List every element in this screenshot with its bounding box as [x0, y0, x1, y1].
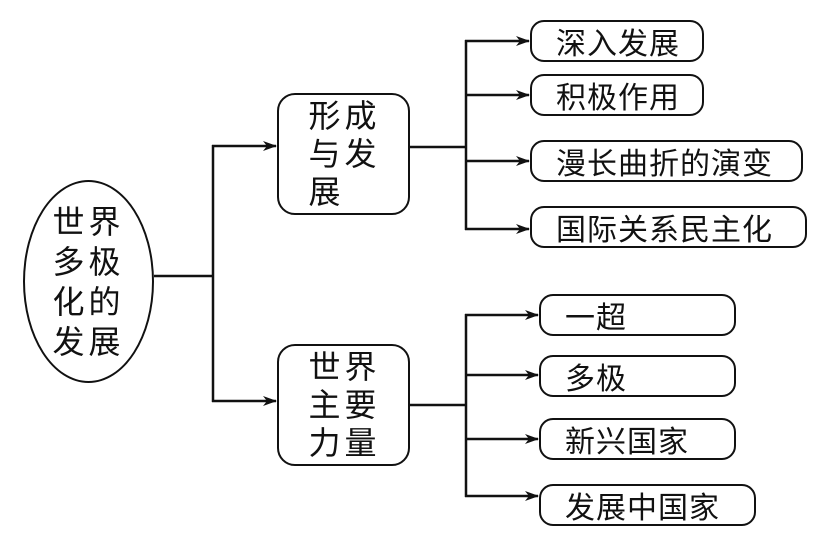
branch-node-formation: 形成与发展: [277, 93, 410, 215]
leaf-node: 积极作用: [530, 74, 704, 116]
leaf-node: 深入发展: [530, 20, 704, 62]
leaf-node: 发展中国家: [539, 484, 756, 526]
branch-node-major-forces: 世界主要力量: [277, 344, 410, 466]
root-label: 世界多极化的发展: [52, 202, 125, 361]
leaf-node: 新兴国家: [539, 418, 736, 460]
branch-label: 世界主要力量: [308, 348, 381, 462]
leaf-node: 漫长曲折的演变: [530, 140, 803, 182]
leaf-node: 国际关系民主化: [530, 206, 807, 248]
leaf-node: 一超: [539, 294, 736, 336]
root-node: 世界多极化的发展: [23, 180, 154, 383]
branch-label: 形成与发展: [308, 97, 381, 211]
leaf-node: 多极: [539, 355, 736, 397]
